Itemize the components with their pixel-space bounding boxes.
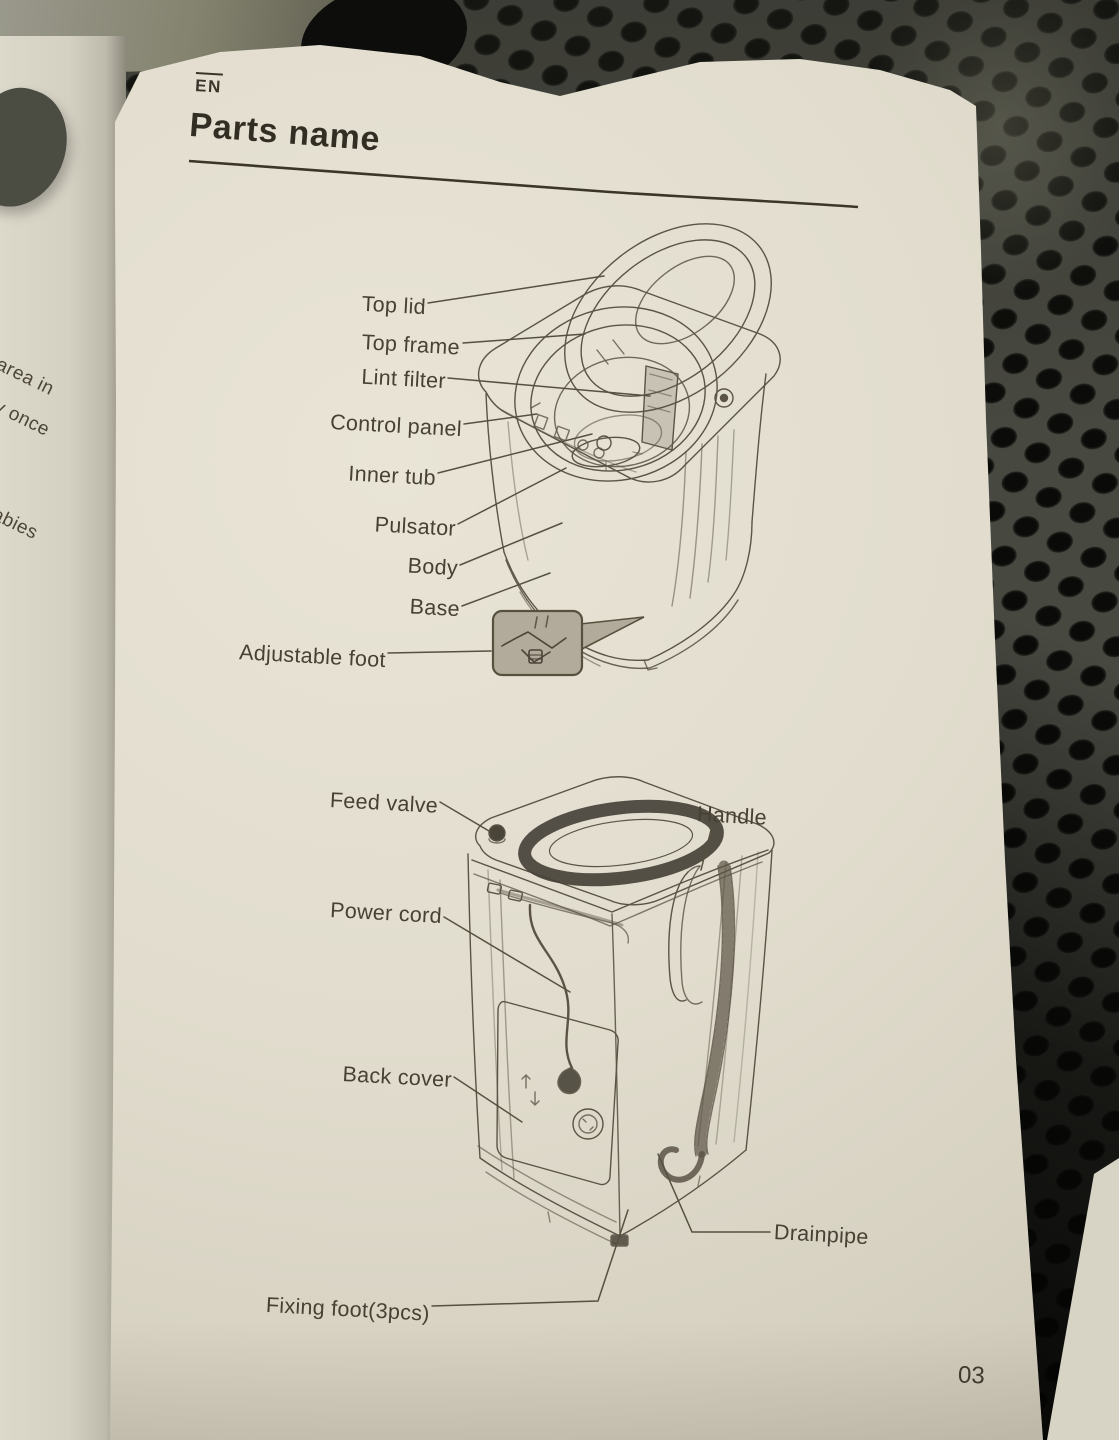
label-drainpipe: Drainpipe (773, 1220, 870, 1250)
label-top-lid: Top lid (361, 291, 427, 320)
language-tag: EN (194, 72, 223, 98)
adjacent-page-edge: area in y once abies (0, 36, 126, 1440)
label-body: Body (407, 553, 459, 581)
label-handle: Handle (696, 802, 768, 830)
adjacent-page-text-fragment: area in (0, 354, 58, 400)
label-inner-tub: Inner tub (347, 461, 437, 491)
adjacent-page-text-fragment: y once (0, 396, 54, 441)
label-pulsator: Pulsator (374, 512, 457, 541)
label-lint-filter: Lint filter (360, 364, 447, 394)
page-number: 03 (957, 1361, 986, 1390)
adjacent-page-text-fragment: abies (0, 504, 42, 544)
label-base: Base (409, 594, 461, 622)
